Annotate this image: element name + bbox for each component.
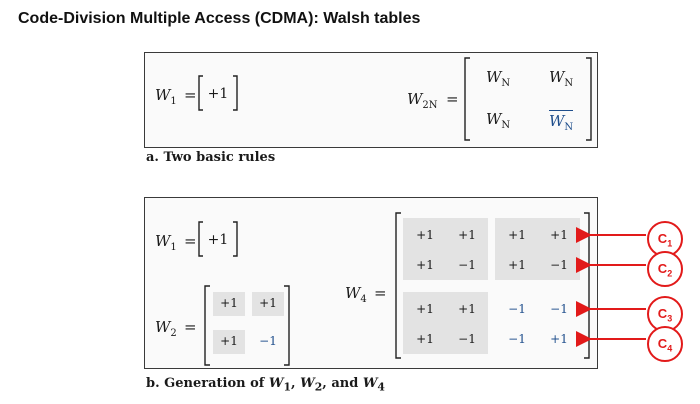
- w2-label: W2: [155, 318, 177, 339]
- callout-subscript: 4: [667, 343, 673, 354]
- w2n-label: W2N: [407, 90, 438, 111]
- callout-subscript: 2: [667, 268, 673, 279]
- w4-cell: −1: [550, 258, 568, 272]
- page-title: Code-Division Multiple Access (CDMA): Wa…: [18, 10, 421, 27]
- w4-cell: −1: [458, 332, 476, 346]
- callout-c2: C2: [647, 251, 683, 287]
- w4-cell: +1: [550, 228, 568, 242]
- w2-cell: +1: [220, 334, 238, 348]
- w4-cell: −1: [458, 258, 476, 272]
- w4-cell: −1: [508, 332, 526, 346]
- w4-cell: +1: [416, 228, 434, 242]
- callout-label: C: [657, 231, 668, 246]
- equals-sign: =: [184, 318, 197, 336]
- equals-sign: =: [446, 90, 459, 108]
- w2-shade-block: [213, 292, 245, 316]
- wn-complement-cell: WN: [549, 110, 574, 133]
- wn-cell-2: WN: [549, 68, 574, 89]
- w4-cell: +1: [416, 332, 434, 346]
- panel-two-basic-rules: [144, 52, 598, 148]
- callout-label: C: [657, 336, 668, 351]
- wn-cell-3: WN: [486, 110, 511, 131]
- w4-cell: +1: [508, 228, 526, 242]
- wn-cell-1: WN: [486, 68, 511, 89]
- callout-subscript: 1: [667, 238, 673, 249]
- w4-cell: +1: [416, 302, 434, 316]
- w4-shade-block-bottom-left: [403, 292, 488, 354]
- callout-subscript: 3: [667, 313, 673, 324]
- b-w1-label: W1: [155, 232, 177, 253]
- equals-sign: =: [184, 232, 197, 250]
- caption-generation: b. Generation of W1, W2, and W4: [146, 376, 385, 394]
- callout-label: C: [657, 261, 668, 276]
- w2-cell: +1: [259, 296, 277, 310]
- w2-complement-cell: −1: [259, 334, 277, 348]
- w4-shade-block-top-right: [495, 218, 580, 280]
- equals-sign: =: [184, 86, 197, 104]
- callout-c4: C4: [647, 326, 683, 362]
- equals-sign: =: [374, 284, 387, 302]
- callout-label: C: [657, 306, 668, 321]
- w4-cell: +1: [550, 332, 568, 346]
- w4-shade-block-top-left: [403, 218, 488, 280]
- w2-shade-block: [213, 330, 245, 354]
- w4-label: W4: [345, 284, 367, 305]
- w1-value: +1: [207, 86, 229, 102]
- caption-two-basic-rules: a. Two basic rules: [146, 150, 276, 165]
- w4-cell: +1: [508, 258, 526, 272]
- w4-cell: +1: [458, 302, 476, 316]
- w2-cell: +1: [220, 296, 238, 310]
- w1-label: W1: [155, 86, 177, 107]
- w4-cell: +1: [458, 228, 476, 242]
- b-w1-value: +1: [207, 232, 229, 248]
- w2-shade-block: [252, 292, 284, 316]
- w4-cell: −1: [550, 302, 568, 316]
- w4-cell: +1: [416, 258, 434, 272]
- w4-cell: −1: [508, 302, 526, 316]
